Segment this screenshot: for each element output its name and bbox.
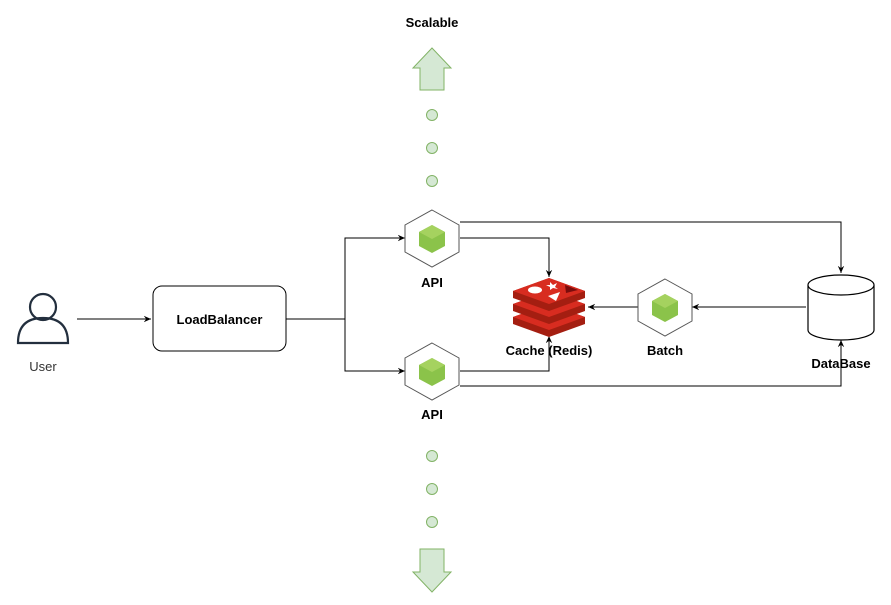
scale-dot bbox=[426, 516, 438, 528]
scalable-label: Scalable bbox=[406, 15, 459, 30]
edge-api-top-to-database bbox=[460, 221, 845, 273]
scale-dot bbox=[426, 483, 438, 495]
cache-label: Cache (Redis) bbox=[506, 343, 593, 358]
scale-dots-top bbox=[426, 109, 438, 187]
scale-down-arrow bbox=[411, 548, 453, 593]
loadbalancer-node: LoadBalancer bbox=[152, 285, 287, 352]
person-icon bbox=[16, 292, 70, 345]
batch-node: Batch bbox=[637, 278, 693, 358]
loadbalancer-label: LoadBalancer bbox=[177, 312, 263, 327]
scale-up-arrow bbox=[411, 47, 453, 91]
edge-api-bottom-to-cache bbox=[460, 336, 553, 372]
nodejs-hexagon-icon bbox=[637, 278, 693, 337]
api-bottom-label: API bbox=[421, 407, 443, 422]
scale-dot bbox=[426, 450, 438, 462]
scale-dots-bottom bbox=[426, 450, 438, 528]
scale-dot bbox=[426, 175, 438, 187]
database-label: DataBase bbox=[811, 356, 870, 371]
edge-lb-to-api-top bbox=[286, 234, 405, 320]
api-top-label: API bbox=[421, 275, 443, 290]
edge-api-top-to-cache bbox=[460, 237, 553, 277]
user-label: User bbox=[29, 359, 57, 374]
redis-icon bbox=[513, 278, 585, 337]
database-node: DataBase bbox=[807, 274, 875, 371]
loadbalancer-box bbox=[152, 285, 287, 352]
cache-node: Cache (Redis) bbox=[506, 278, 593, 358]
api-top-node: API bbox=[404, 209, 460, 290]
api-bottom-node: API bbox=[404, 342, 460, 422]
edge-api-bottom-to-database bbox=[460, 340, 845, 387]
nodejs-hexagon-icon bbox=[404, 342, 460, 401]
scale-dot bbox=[426, 109, 438, 121]
nodejs-hexagon-icon bbox=[404, 209, 460, 268]
user-node: User bbox=[16, 292, 70, 374]
cylinder-database-icon bbox=[807, 274, 875, 341]
scale-dot bbox=[426, 142, 438, 154]
batch-label: Batch bbox=[647, 343, 683, 358]
edge-lb-to-api-bottom bbox=[344, 319, 405, 375]
